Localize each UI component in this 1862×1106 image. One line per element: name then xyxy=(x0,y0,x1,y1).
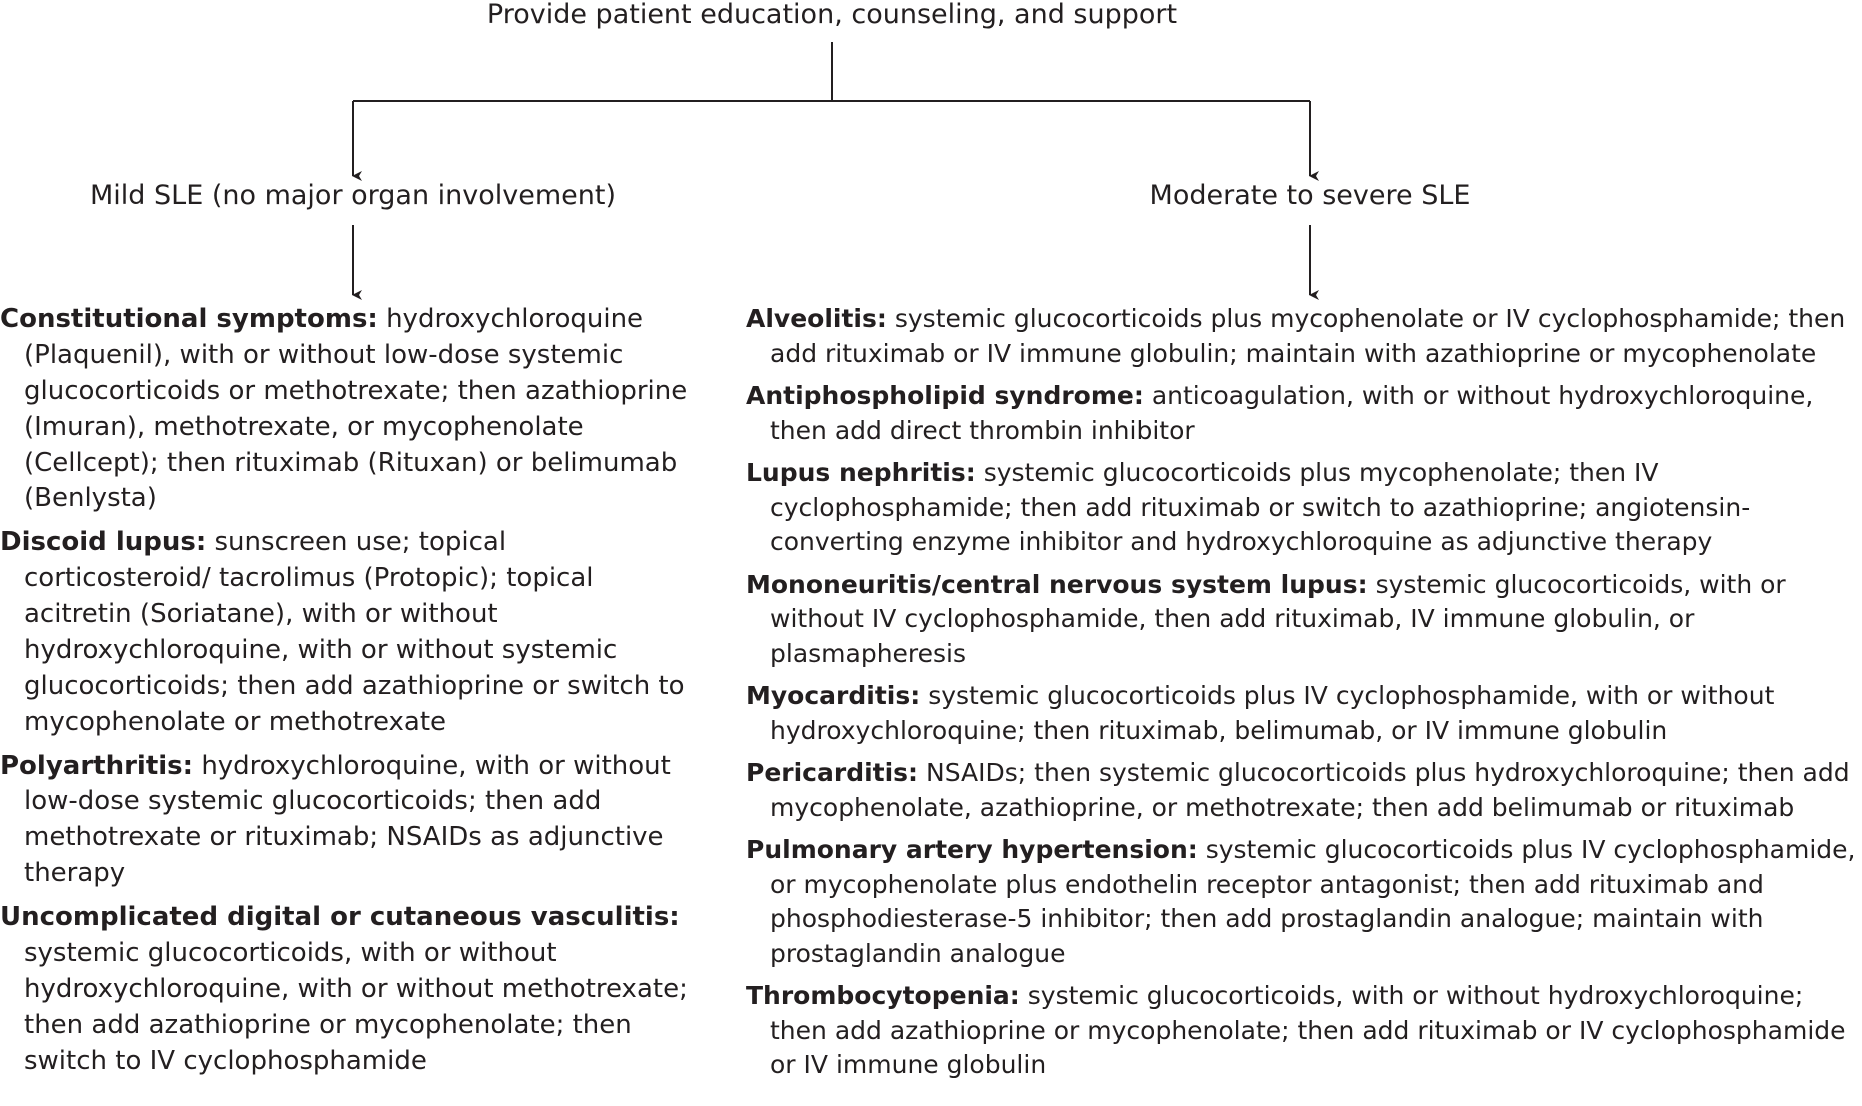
item-term: Pericarditis: xyxy=(746,758,919,787)
item-text: systemic glucocorticoids plus IV cycloph… xyxy=(770,681,1775,745)
item-text: hydroxychloroquine, with or without low-… xyxy=(24,750,671,889)
item-text: systemic glucocorticoids, with or withou… xyxy=(770,569,1786,668)
item-term: Lupus nephritis: xyxy=(746,458,976,487)
item-text: systemic glucocorticoids plus mycophenol… xyxy=(770,458,1751,556)
list-item-pulmonary-artery-hypertension: Pulmonary artery hypertension: systemic … xyxy=(746,833,1862,971)
item-text: sunscreen use; topical corticosteroid/ t… xyxy=(24,527,685,737)
list-item-polyarthritis: Polyarthritis: hydroxychloroquine, with … xyxy=(0,749,700,893)
item-term: Pulmonary artery hypertension: xyxy=(746,835,1198,864)
item-text: systemic glucocorticoids plus mycophenol… xyxy=(770,304,1846,368)
list-item-constitutional-symptoms: Constitutional symptoms: hydroxychloroqu… xyxy=(0,302,700,517)
item-term: Uncomplicated digital or cutaneous vascu… xyxy=(0,902,680,932)
item-term: Myocarditis: xyxy=(746,681,921,710)
item-text: systemic glucocorticoids, with or withou… xyxy=(24,937,688,1076)
item-term: Discoid lupus: xyxy=(0,527,207,558)
item-term: Constitutional symptoms: xyxy=(0,304,378,334)
list-item-myocarditis: Myocarditis: systemic glucocorticoids pl… xyxy=(746,679,1862,748)
list-item-antiphospholipid-syndrome: Antiphospholipid syndrome: anticoagulati… xyxy=(746,379,1862,448)
mild-sle-treatment-list: Constitutional symptoms: hydroxychloroqu… xyxy=(0,302,700,1087)
list-item-pericarditis: Pericarditis: NSAIDs; then systemic gluc… xyxy=(746,756,1862,825)
item-term: Polyarthritis: xyxy=(0,750,194,781)
moderate-severe-sle-treatment-list: Alveolitis: systemic glucocorticoids plu… xyxy=(746,302,1862,1091)
list-item-discoid-lupus: Discoid lupus: sunscreen use; topical co… xyxy=(0,525,700,740)
item-term: Thrombocytopenia: xyxy=(746,981,1020,1010)
list-item-thrombocytopenia: Thrombocytopenia: systemic glucocorticoi… xyxy=(746,979,1862,1083)
item-term: Antiphospholipid syndrome: xyxy=(746,381,1144,410)
root-node-label: Provide patient education, counseling, a… xyxy=(486,0,1178,30)
item-text: systemic glucocorticoids plus IV cycloph… xyxy=(770,835,1856,968)
list-item-alveolitis: Alveolitis: systemic glucocorticoids plu… xyxy=(746,302,1862,371)
item-text: NSAIDs; then systemic glucocorticoids pl… xyxy=(770,758,1850,822)
item-text: anticoagulation, with or without hydroxy… xyxy=(770,381,1814,445)
item-text: hydroxychloroquine (Plaquenil), with or … xyxy=(24,304,688,514)
item-term: Alveolitis: xyxy=(746,304,887,333)
item-text: systemic glucocorticoids, with or withou… xyxy=(770,981,1846,1079)
moderate-severe-sle-label: Moderate to severe SLE xyxy=(1149,180,1471,211)
mild-sle-label: Mild SLE (no major organ involvement) xyxy=(89,180,617,211)
list-item-lupus-nephritis: Lupus nephritis: systemic glucocorticoid… xyxy=(746,456,1862,560)
item-term: Mononeuritis/central nervous system lupu… xyxy=(746,569,1368,599)
list-item-vasculitis: Uncomplicated digital or cutaneous vascu… xyxy=(0,900,700,1079)
list-item-mononeuritis-cns-lupus: Mononeuritis/central nervous system lupu… xyxy=(746,568,1862,672)
